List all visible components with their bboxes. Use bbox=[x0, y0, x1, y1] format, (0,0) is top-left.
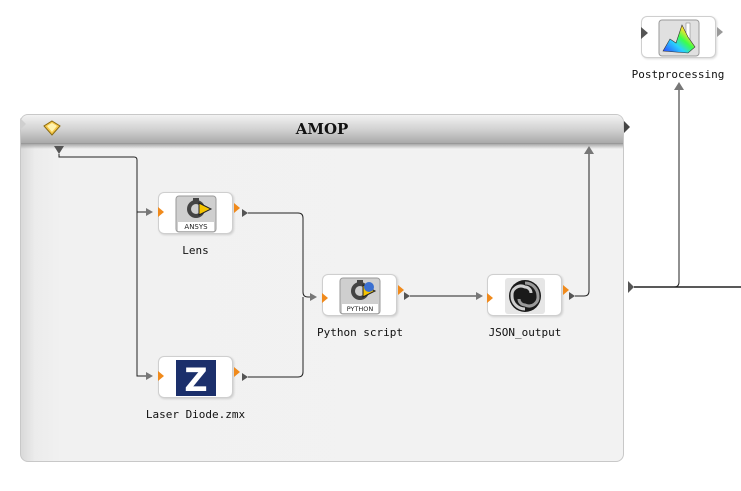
json-output-port[interactable] bbox=[569, 292, 575, 300]
json-input-arrow bbox=[476, 292, 483, 300]
wire-input-to-lens bbox=[58, 154, 146, 213]
lens-input-port[interactable] bbox=[158, 207, 164, 217]
postprocessing-label: Postprocessing bbox=[631, 68, 725, 81]
json-output-label: JSON_output bbox=[488, 326, 562, 339]
wire-json-to-output bbox=[575, 153, 590, 297]
zemax-icon: Z bbox=[175, 359, 219, 399]
postprocessing-output-port[interactable] bbox=[717, 27, 723, 37]
internal-input-port[interactable] bbox=[54, 146, 64, 154]
python-output-port[interactable] bbox=[404, 292, 410, 300]
laser-diode-label: Laser Diode.zmx bbox=[145, 408, 246, 421]
internal-output-arrow[interactable] bbox=[584, 146, 594, 154]
json-output-port-marker[interactable] bbox=[563, 285, 569, 295]
json-input-port[interactable] bbox=[487, 293, 493, 303]
container-header[interactable] bbox=[21, 115, 623, 144]
lens-input-arrow bbox=[146, 208, 153, 216]
header-shadow bbox=[21, 143, 623, 149]
postprocessing-input-port[interactable] bbox=[641, 27, 649, 39]
ansys-icon-text: ANSYS bbox=[184, 223, 208, 231]
postprocessing-input-arrow bbox=[674, 82, 684, 90]
laser-output-port-marker[interactable] bbox=[234, 367, 240, 377]
wire-input-to-laser bbox=[136, 212, 146, 377]
json-swirl-icon bbox=[504, 277, 548, 314]
node-python-script[interactable]: PYTHON bbox=[322, 274, 404, 316]
wire-lens-to-python bbox=[248, 212, 312, 298]
laser-output-port[interactable] bbox=[242, 373, 248, 381]
node-json-output[interactable] bbox=[487, 274, 569, 316]
wire-laser-to-python bbox=[248, 297, 304, 378]
laser-input-port[interactable] bbox=[158, 371, 164, 381]
diamond-icon[interactable] bbox=[43, 120, 61, 136]
zemax-icon-text: Z bbox=[184, 361, 207, 397]
lens-output-port-marker[interactable] bbox=[234, 203, 240, 213]
python-script-label: Python script bbox=[316, 326, 404, 339]
python-output-port-marker[interactable] bbox=[398, 285, 404, 295]
python-input-port[interactable] bbox=[322, 293, 328, 303]
laser-input-arrow bbox=[146, 372, 153, 380]
node-laser-diode[interactable]: Z bbox=[158, 356, 240, 399]
container-title: AMOP bbox=[295, 120, 349, 138]
plot-surface-icon bbox=[658, 19, 702, 57]
python-icon: PYTHON bbox=[339, 277, 383, 315]
node-postprocessing[interactable] bbox=[641, 16, 723, 58]
container-right-port[interactable] bbox=[628, 281, 634, 293]
container-output-port[interactable] bbox=[624, 121, 630, 133]
lens-label: Lens bbox=[182, 244, 209, 257]
node-lens[interactable]: ANSYS bbox=[158, 192, 240, 234]
ansys-icon: ANSYS bbox=[175, 195, 219, 233]
python-icon-text: PYTHON bbox=[347, 305, 374, 313]
python-input-arrow bbox=[310, 293, 317, 301]
lens-output-port[interactable] bbox=[242, 209, 248, 217]
wire-to-postprocessing bbox=[634, 90, 680, 288]
container-input-port[interactable] bbox=[20, 118, 26, 130]
